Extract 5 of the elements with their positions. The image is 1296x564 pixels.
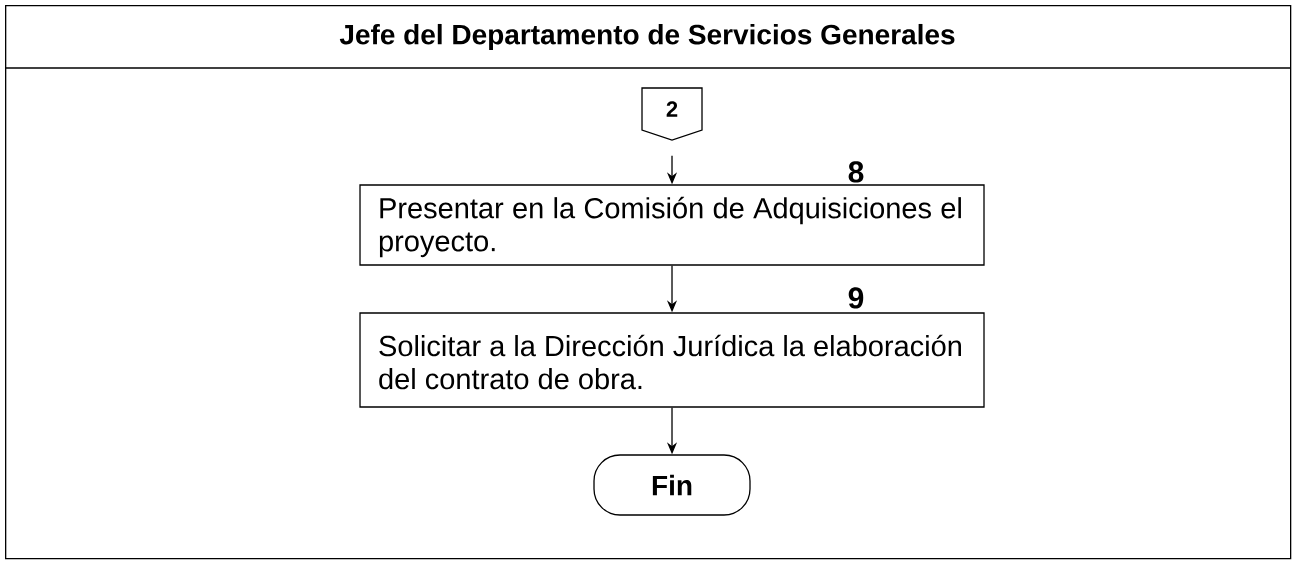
step-number: 8 <box>848 161 864 183</box>
process-box: Solicitar a la Dirección Jurídica la elaboración del contrato de obra. <box>359 312 985 408</box>
process-box: Presentar en la Comisión de Adquisiciones el proyecto. <box>359 184 985 266</box>
off-page-connector: 2 <box>641 87 703 141</box>
step-number: 9 <box>848 287 864 309</box>
